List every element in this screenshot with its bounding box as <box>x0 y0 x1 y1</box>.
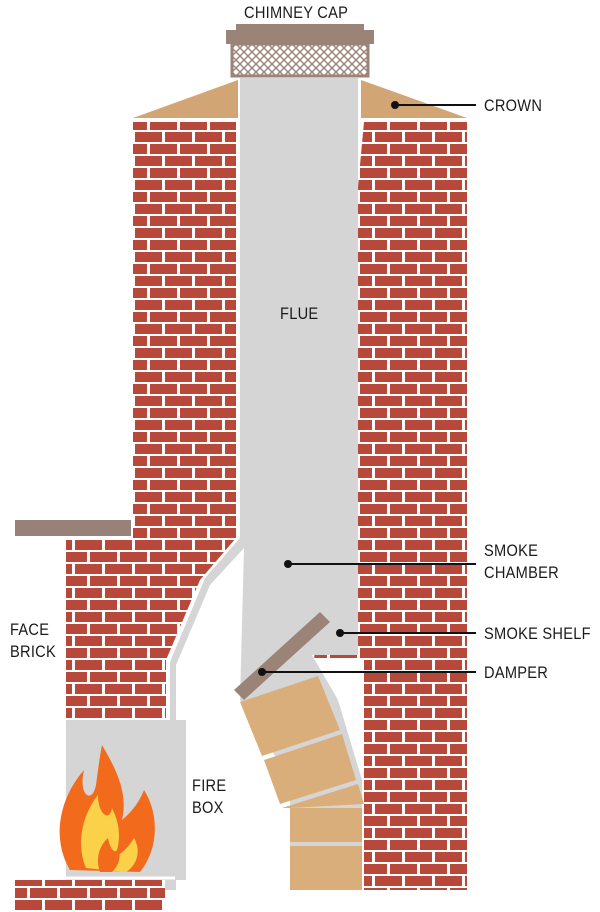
mantel-shelf <box>15 520 131 536</box>
label-fire-box: FIRE BOX <box>192 776 227 817</box>
fire-flame-icon <box>59 745 155 872</box>
left-brick-wall <box>133 122 236 538</box>
firebrick-lining <box>240 676 364 890</box>
hearth-brick <box>15 880 165 912</box>
label-damper: DAMPER <box>484 663 549 682</box>
label-chimney-cap: CHIMNEY CAP <box>244 3 349 22</box>
label-crown: CROWN <box>484 96 543 115</box>
crown-right <box>361 80 467 118</box>
label-face-brick: FACE BRICK <box>10 620 56 661</box>
smoke-chamber-pointer-dot <box>284 560 292 568</box>
damper-plate <box>234 612 330 700</box>
chimney-cap <box>226 24 374 78</box>
crown-left <box>133 80 238 118</box>
label-flue: FLUE <box>280 304 319 323</box>
damper-pointer-dot <box>258 668 266 676</box>
label-smoke-shelf: SMOKE SHELF <box>484 624 591 643</box>
face-brick-wall <box>66 538 236 718</box>
label-smoke-chamber: SMOKE CHAMBER <box>484 541 559 582</box>
smoke-shelf-pointer-dot <box>336 629 344 637</box>
crown-pointer-dot <box>391 101 399 109</box>
leader-lines <box>262 104 476 673</box>
